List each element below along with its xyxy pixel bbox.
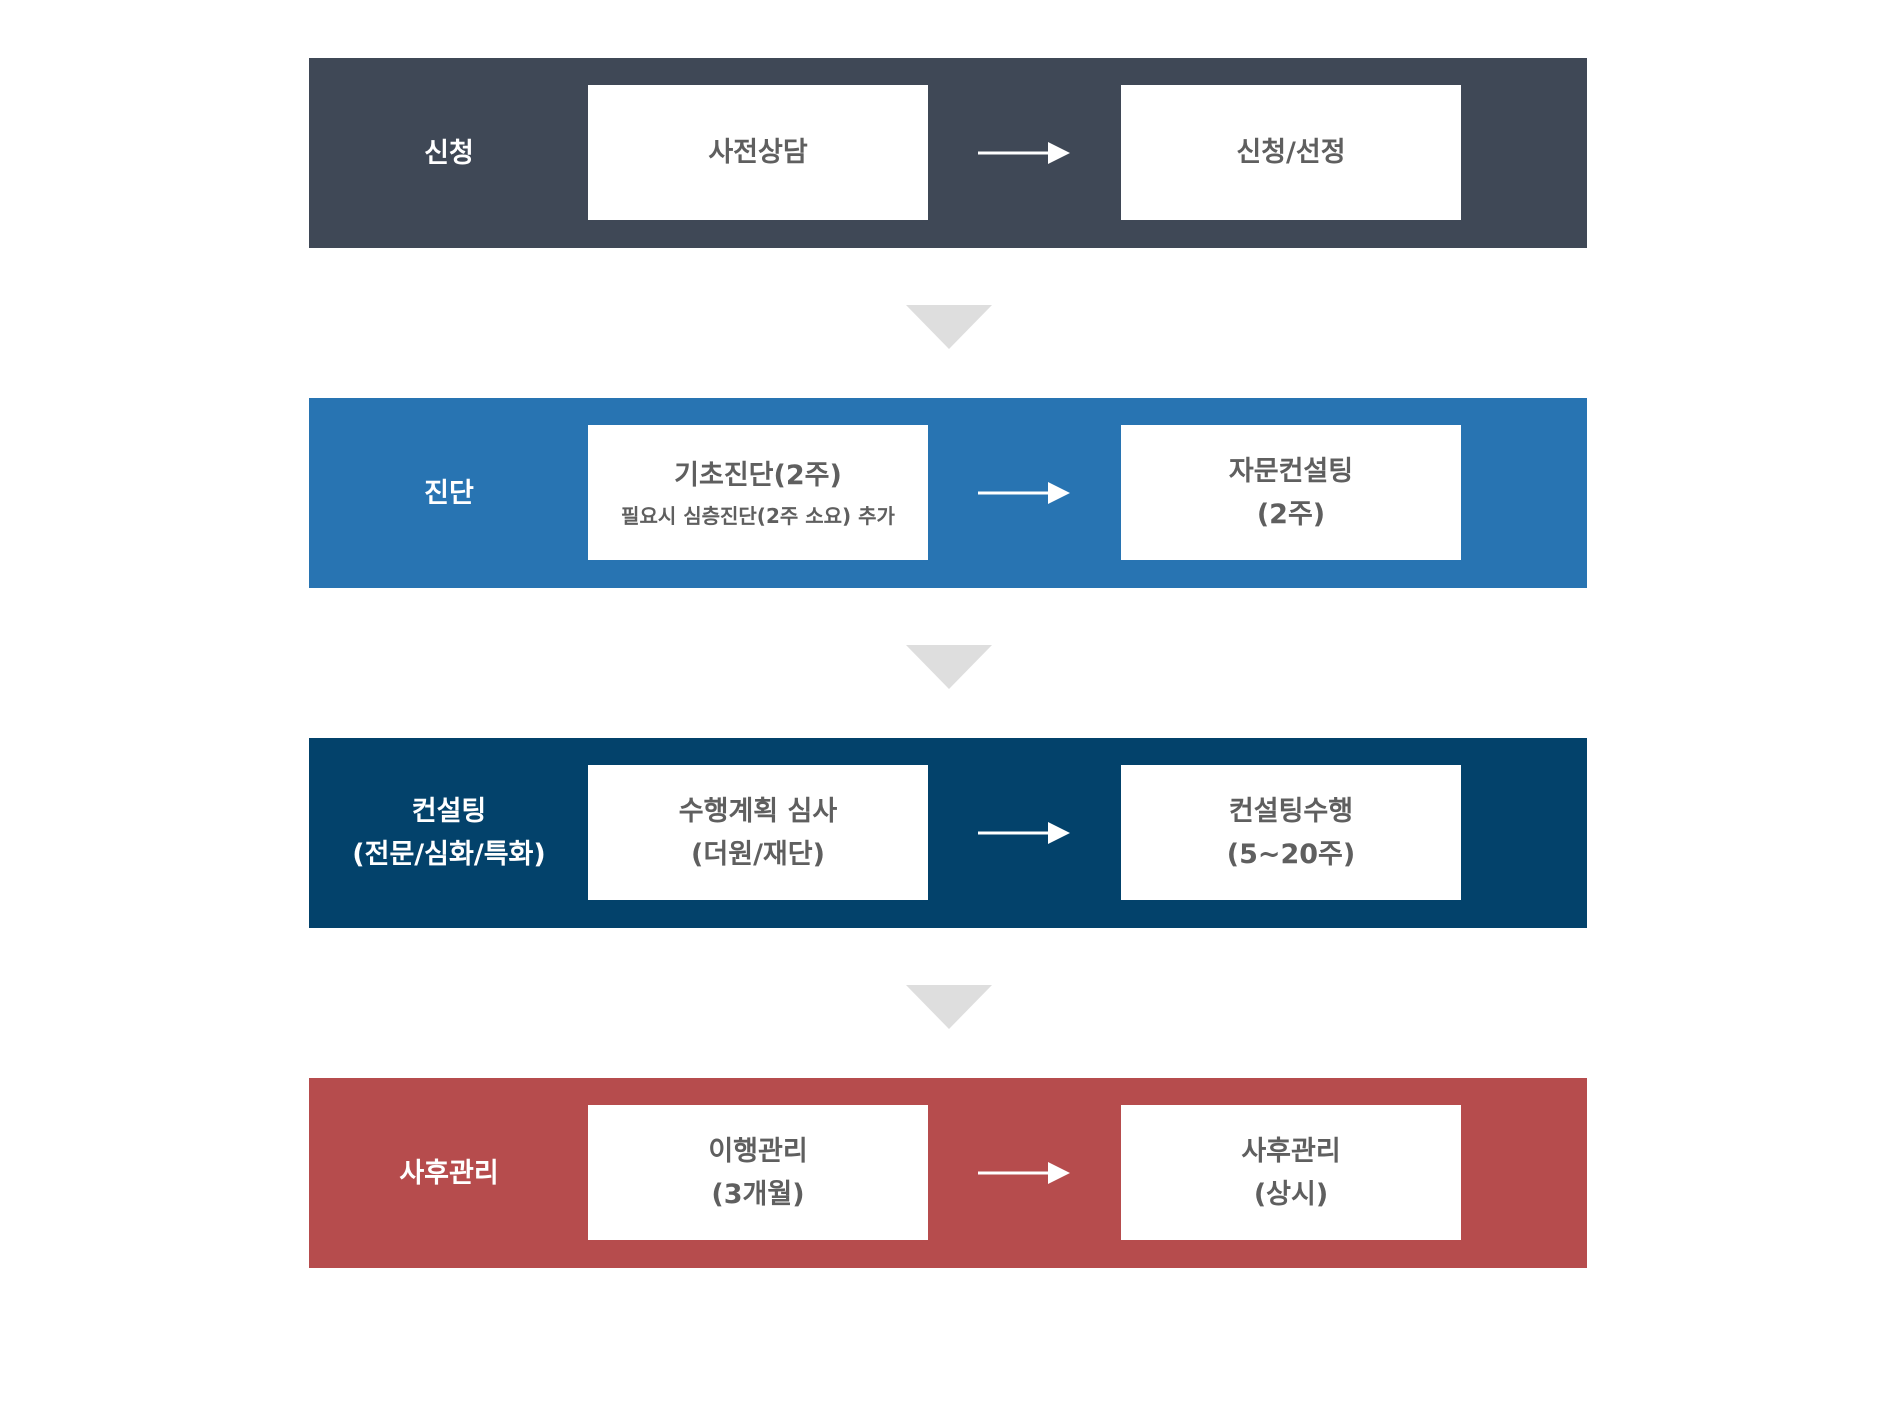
step-box-advisory-consulting: 자문컨설팅 (2주): [1121, 425, 1461, 560]
step-title: 수행계획 심사: [678, 795, 838, 827]
right-arrow-icon: [978, 822, 1070, 844]
step-duration: (상시): [1253, 1178, 1329, 1210]
step-title: 기초진단(2주): [674, 460, 842, 491]
stage-label-text: 신청: [424, 137, 474, 169]
stage-label-subtext: (전문/심화/특화): [352, 839, 546, 870]
step-title: 이행관리: [708, 1135, 808, 1167]
down-triangle-icon: [906, 305, 992, 349]
step-title: 자문컨설팅: [1228, 455, 1354, 487]
stage-band-diagnosis: 진단 기초진단(2주) 필요시 심층진단(2주 소요) 추가 자문컨설팅 (2주…: [309, 398, 1587, 588]
step-duration: (3개월): [711, 1178, 805, 1210]
stage-label-text: 사후관리: [399, 1157, 499, 1189]
right-arrow-icon: [978, 1162, 1070, 1184]
step-duration: (5~20주): [1226, 838, 1356, 870]
step-box-implementation-management: 이행관리 (3개월): [588, 1105, 928, 1240]
down-triangle-icon: [906, 985, 992, 1029]
stage-label: 사후관리: [309, 1078, 589, 1268]
stage-label: 컨설팅 (전문/심화/특화): [309, 738, 589, 928]
stage-label-text: 진단: [424, 477, 474, 509]
stage-band-consulting: 컨설팅 (전문/심화/특화) 수행계획 심사 (더원/재단) 컨설팅수행 (5~…: [309, 738, 1587, 928]
step-title: 컨설팅수행: [1228, 795, 1354, 827]
step-box-consulting-execution: 컨설팅수행 (5~20주): [1121, 765, 1461, 900]
step-box-follow-up-management: 사후관리 (상시): [1121, 1105, 1461, 1240]
stage-band-follow-up: 사후관리 이행관리 (3개월) 사후관리 (상시): [309, 1078, 1587, 1268]
step-note: 필요시 심층진단(2주 소요) 추가: [621, 504, 895, 528]
step-box-basic-diagnosis: 기초진단(2주) 필요시 심층진단(2주 소요) 추가: [588, 425, 928, 560]
step-title: 신청/선정: [1236, 137, 1346, 168]
right-arrow-icon: [978, 142, 1070, 164]
step-box-application-selection: 신청/선정: [1121, 85, 1461, 220]
stage-label: 신청: [309, 58, 589, 248]
step-box-pre-consultation: 사전상담: [588, 85, 928, 220]
step-box-plan-review: 수행계획 심사 (더원/재단): [588, 765, 928, 900]
step-title: 사후관리: [1241, 1135, 1341, 1167]
step-title: 사전상담: [708, 137, 808, 168]
stage-label-text: 컨설팅: [411, 796, 487, 827]
stage-label: 진단: [309, 398, 589, 588]
stage-band-apply: 신청 사전상담 신청/선정: [309, 58, 1587, 248]
step-detail: (더원/재단): [691, 838, 825, 870]
right-arrow-icon: [978, 482, 1070, 504]
step-duration: (2주): [1256, 498, 1326, 530]
down-triangle-icon: [906, 645, 992, 689]
